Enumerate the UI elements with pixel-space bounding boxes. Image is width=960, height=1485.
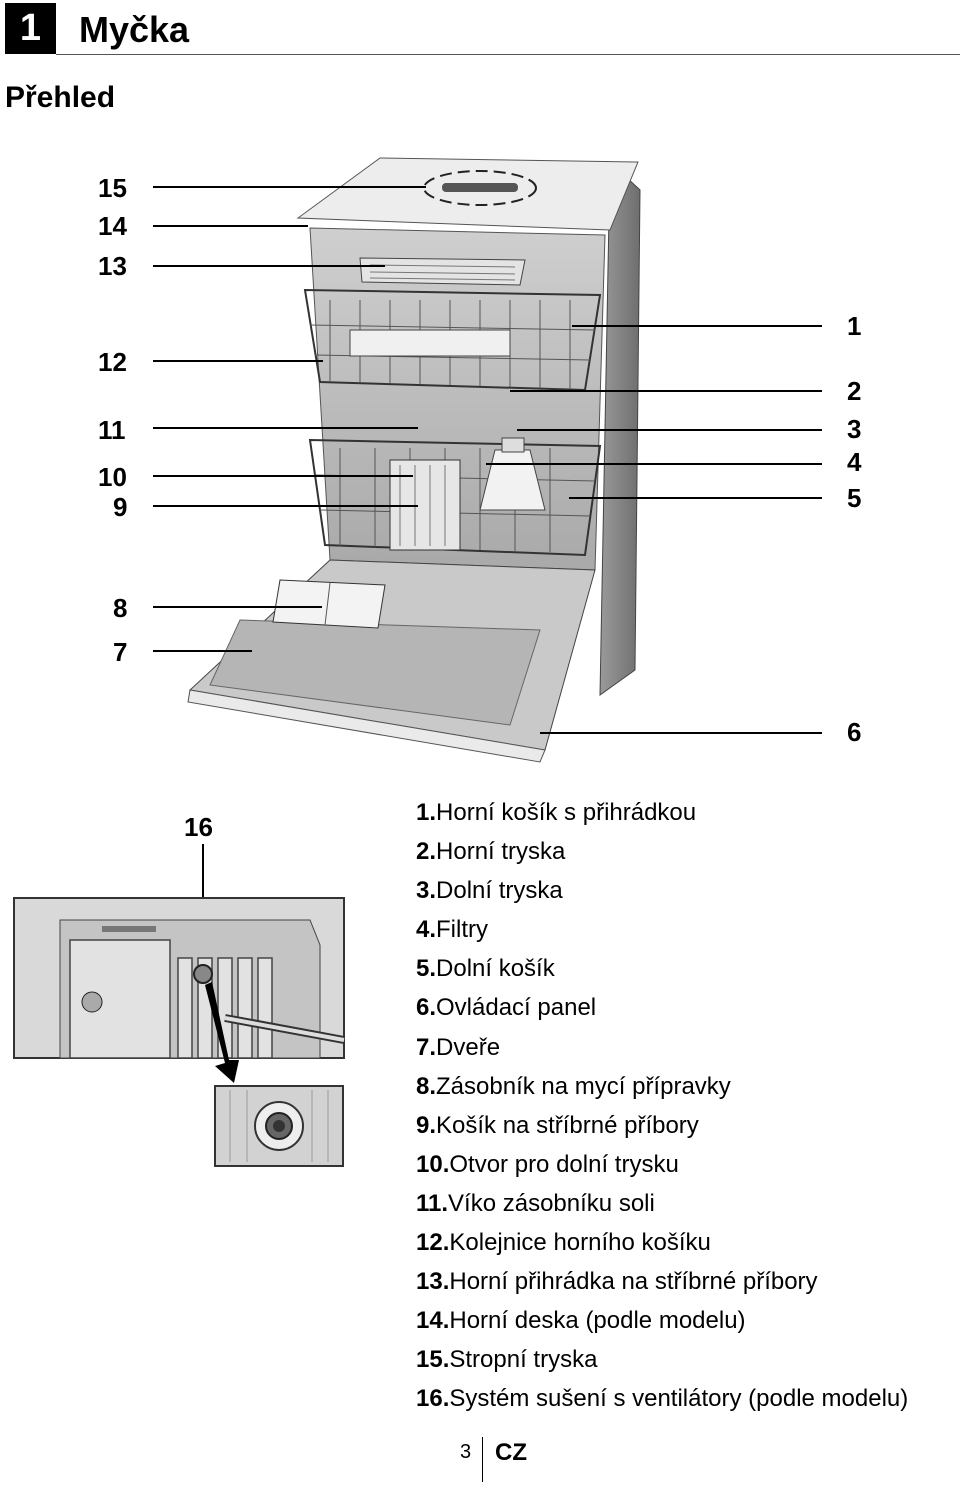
callout-10: 10 bbox=[98, 462, 127, 492]
page-number: 3 bbox=[460, 1441, 472, 1463]
callout-4: 4 bbox=[847, 447, 862, 477]
chapter-rule bbox=[56, 54, 960, 55]
component-legend: 1.Horní košík s přihrádkou 2.Horní trysk… bbox=[416, 793, 960, 1419]
list-item: 1.Horní košík s přihrádkou bbox=[416, 799, 697, 826]
callout-9: 9 bbox=[113, 492, 128, 522]
callout-11: 11 bbox=[98, 415, 126, 445]
list-item: 15.Stropní tryska bbox=[416, 1346, 598, 1374]
list-item: 6.Ovládací panel bbox=[416, 994, 597, 1022]
callout-8: 8 bbox=[113, 593, 128, 623]
list-item: 5.Dolní košík bbox=[416, 955, 555, 983]
chapter-number: 1 bbox=[5, 3, 56, 54]
callout-1: 1 bbox=[847, 311, 862, 341]
callout-12: 12 bbox=[98, 347, 127, 377]
footer-divider bbox=[482, 1437, 483, 1482]
list-item: 7.Dveře bbox=[416, 1033, 501, 1061]
chapter-title: Myčka bbox=[79, 9, 190, 50]
list-item: 2.Horní tryska bbox=[416, 838, 566, 866]
callout-2: 2 bbox=[847, 376, 862, 406]
callout-6: 6 bbox=[847, 717, 862, 747]
callout-16: 16 bbox=[184, 812, 213, 842]
list-item: 14.Horní deska (podle modelu) bbox=[416, 1307, 746, 1335]
language-code: CZ bbox=[495, 1439, 527, 1466]
callout-15: 15 bbox=[98, 173, 127, 203]
list-item: 10.Otvor pro dolní trysku bbox=[416, 1150, 679, 1178]
leader-lines bbox=[153, 186, 822, 734]
list-item: 11.Víko zásobníku soli bbox=[416, 1189, 655, 1217]
callout-14: 14 bbox=[98, 211, 127, 241]
list-item: 16.Systém sušení s ventilátory (podle mo… bbox=[416, 1385, 909, 1413]
list-item: 12.Kolejnice horního košíku bbox=[416, 1229, 711, 1257]
list-item: 8.Zásobník na mycí přípravky bbox=[416, 1072, 731, 1100]
section-title: Přehled bbox=[5, 81, 116, 114]
callout-13: 13 bbox=[98, 251, 127, 281]
list-item: 4.Filtry bbox=[416, 916, 488, 944]
list-item: 9.Košík na stříbrné příbory bbox=[416, 1111, 699, 1139]
callout-7: 7 bbox=[113, 637, 128, 667]
drying-system-illustration bbox=[13, 844, 345, 1167]
callout-3: 3 bbox=[847, 414, 862, 444]
callout-5: 5 bbox=[847, 483, 862, 513]
list-item: 3.Dolní tryska bbox=[416, 877, 563, 905]
list-item: 13.Horní přihrádka na stříbrné příbory bbox=[416, 1268, 818, 1296]
